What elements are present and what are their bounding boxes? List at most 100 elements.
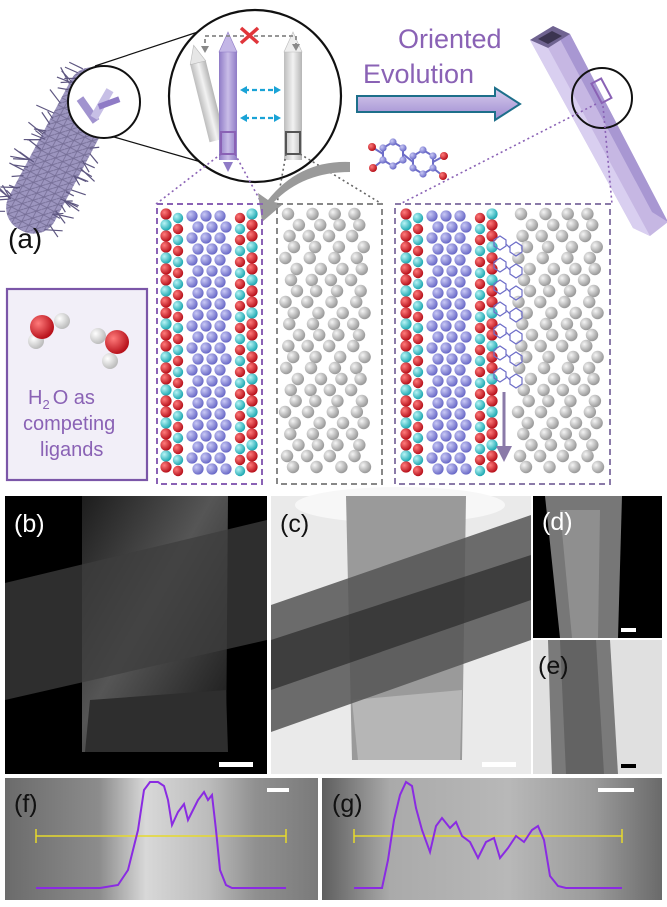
carbon-atom <box>206 441 218 453</box>
carbon-atom <box>440 254 452 266</box>
carbon-atom <box>440 386 452 398</box>
carbon-atom <box>440 232 452 244</box>
metal-oxygen-atom <box>474 223 486 235</box>
carbon-atom <box>206 243 218 255</box>
metal-oxygen-atom <box>172 234 184 246</box>
molecule-carbon-atom <box>429 164 437 172</box>
metal-oxygen-atom <box>246 351 258 363</box>
metal-node-gray <box>286 460 300 474</box>
metal-oxygen-atom <box>486 362 498 374</box>
carbon-atom <box>200 320 212 332</box>
metal-node-gray <box>545 306 558 320</box>
metal-node-gray <box>324 273 338 287</box>
carbon-atom <box>426 320 438 332</box>
metal-node-gray <box>326 405 339 419</box>
metal-oxygen-atom <box>246 285 258 297</box>
metal-oxygen-atom <box>246 340 258 352</box>
metal-node-gray <box>357 240 370 254</box>
carbon-atom <box>192 353 204 365</box>
metal-oxygen-atom <box>246 296 258 308</box>
metal-node-gray <box>336 416 350 430</box>
carbon-atom <box>432 441 444 453</box>
metal-node-gray <box>522 394 535 408</box>
metal-node-gray <box>345 229 359 243</box>
metal-node-gray <box>534 339 547 353</box>
metal-node-gray <box>336 306 349 320</box>
metal-oxygen-atom <box>160 274 172 286</box>
metal-oxygen-atom <box>486 439 498 451</box>
metal-oxygen-atom <box>486 208 498 220</box>
metal-oxygen-atom <box>160 296 172 308</box>
metal-node-gray <box>524 372 538 386</box>
metal-oxygen-atom <box>486 428 498 440</box>
metal-oxygen-atom <box>474 300 486 312</box>
metal-oxygen-atom <box>234 256 246 268</box>
metal-node-gray <box>568 372 581 386</box>
metal-node-gray <box>280 449 294 463</box>
carbon-atom <box>206 375 218 387</box>
metal-node-gray <box>304 383 317 397</box>
label-e: (e) <box>538 652 569 680</box>
carbon-atom <box>186 320 198 332</box>
molecule-carbon-atom <box>419 146 427 154</box>
carbon-atom <box>186 232 198 244</box>
metal-oxygen-atom <box>172 443 184 455</box>
magnifier-small-circle <box>67 65 141 139</box>
metal-oxygen-atom <box>234 454 246 466</box>
metal-oxygen-atom <box>474 410 486 422</box>
carbon-atom <box>460 353 472 365</box>
carbon-atom <box>186 452 198 464</box>
metal-oxygen-atom <box>412 366 424 378</box>
metal-node-gray <box>547 372 561 386</box>
carbon-atom <box>214 320 226 332</box>
carbon-atom <box>200 364 212 376</box>
carbon-atom <box>214 232 226 244</box>
carbon-atom <box>446 265 458 277</box>
metal-node-gray <box>517 273 531 287</box>
metal-oxygen-atom <box>400 439 412 451</box>
metal-node-gray <box>565 240 579 254</box>
metal-node-gray <box>305 273 318 287</box>
carbon-atom <box>446 331 458 343</box>
metal-node-gray <box>314 372 328 386</box>
metal-node-gray <box>289 394 302 408</box>
metal-node-gray <box>577 383 591 397</box>
carbon-atom <box>200 452 212 464</box>
metal-node-gray <box>344 273 358 287</box>
metal-node-gray <box>312 306 325 320</box>
metal-oxygen-atom <box>486 384 498 396</box>
metal-node-gray <box>559 427 573 441</box>
metal-oxygen-atom <box>412 465 424 477</box>
metal-oxygen-atom <box>234 267 246 279</box>
metal-oxygen-atom <box>486 351 498 363</box>
metal-oxygen-atom <box>160 406 172 418</box>
metal-oxygen-atom <box>400 406 412 418</box>
metal-node-gray <box>515 339 528 353</box>
metal-oxygen-atom <box>246 329 258 341</box>
carbon-atom <box>426 430 438 442</box>
metal-node-gray <box>283 229 296 243</box>
metal-oxygen-atom <box>474 344 486 356</box>
carbon-atom <box>214 386 226 398</box>
metal-oxygen-atom <box>160 395 172 407</box>
molecule-carbon-atom <box>389 138 397 146</box>
metal-oxygen-atom <box>234 388 246 400</box>
metal-oxygen-atom <box>234 212 246 224</box>
metal-node-gray <box>512 361 526 375</box>
carbon-atom <box>460 221 472 233</box>
metal-node-gray <box>537 383 550 397</box>
metal-oxygen-atom <box>160 307 172 319</box>
metal-node-gray <box>543 460 556 474</box>
svg-text:H2O as: H2O as <box>28 387 95 412</box>
metal-oxygen-atom <box>486 307 498 319</box>
carbon-atom <box>192 309 204 321</box>
metal-node-gray <box>335 460 348 474</box>
carbon-atom <box>440 210 452 222</box>
metal-oxygen-atom <box>234 421 246 433</box>
carbon-atom <box>440 408 452 420</box>
metal-oxygen-atom <box>246 274 258 286</box>
metal-node-gray <box>556 383 570 397</box>
carbon-atom <box>220 243 232 255</box>
metal-oxygen-atom <box>474 311 486 323</box>
carbon-atom <box>446 463 458 475</box>
